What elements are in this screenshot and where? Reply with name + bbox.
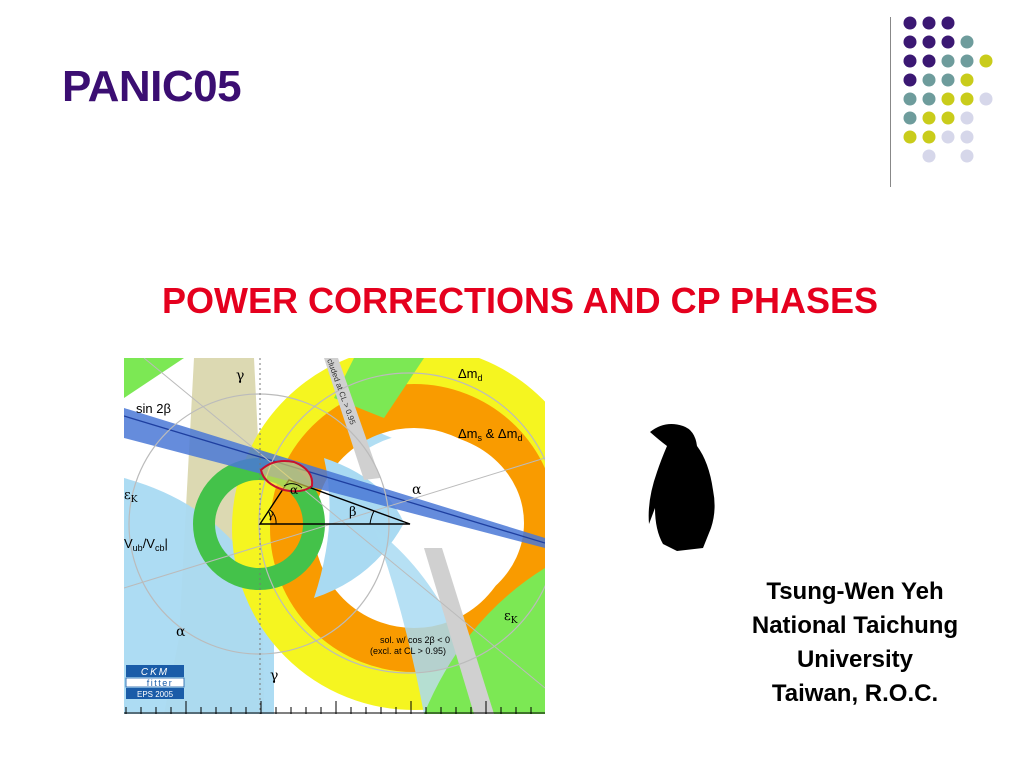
construction-line-1	[124, 457, 545, 589]
decorative-dot	[941, 92, 955, 106]
ckmfitter-logo: CKM fitter EPS 2005	[125, 665, 185, 699]
gamma-arc	[269, 509, 277, 525]
label-dmd: Δmd	[458, 366, 483, 383]
author-affiliation-line2: University	[796, 646, 914, 673]
slide-subtitle: POWER CORRECTIONS AND CP PHASES	[161, 280, 879, 321]
logo-fitter-text: fitter	[147, 678, 174, 688]
label-beta-triangle: β	[349, 505, 357, 520]
decorative-dot	[922, 16, 936, 30]
sin2beta-line	[124, 415, 545, 544]
decorative-dot	[941, 16, 955, 30]
author-country: Taiwan, R.O.C.	[771, 680, 939, 707]
decorative-dot	[979, 54, 993, 68]
decorative-dot	[922, 111, 936, 125]
vertical-divider	[890, 17, 891, 187]
decorative-dot	[922, 35, 936, 49]
label-sol-line2: (excl. at CL > 0.95)	[370, 646, 446, 656]
decorative-dot	[960, 73, 974, 87]
decorative-dot	[903, 111, 917, 125]
decorative-dot	[960, 35, 974, 49]
author-affiliation-line1: National Taichung	[751, 612, 959, 639]
decorative-dot	[903, 16, 917, 30]
decorative-dot	[960, 111, 974, 125]
construction-circle-2	[258, 372, 545, 674]
decorative-dot	[922, 92, 936, 106]
decorative-dot	[922, 130, 936, 144]
decorative-dot-grid	[903, 16, 993, 163]
decorative-dot	[922, 73, 936, 87]
decorative-dot	[941, 54, 955, 68]
decorative-dot	[941, 35, 955, 49]
decorative-dot	[960, 54, 974, 68]
decorative-dot	[903, 73, 917, 87]
decorative-dot	[903, 92, 917, 106]
decorative-dot	[979, 92, 993, 106]
author-name: Tsung-Wen Yeh	[766, 578, 944, 605]
label-gamma-top: γ	[236, 368, 244, 384]
author-block: Tsung-Wen Yeh National Taichung Universi…	[715, 575, 995, 711]
decorative-dot	[903, 35, 917, 49]
decorative-dot	[960, 130, 974, 144]
construction-line-2	[143, 358, 545, 689]
decorative-dot	[941, 130, 955, 144]
logo-eps-text: EPS 2005	[137, 690, 174, 699]
label-alpha-bottom: α	[176, 624, 186, 640]
decorative-dot	[941, 73, 955, 87]
penguin-icon	[648, 424, 715, 551]
label-sin2beta: sin 2β	[136, 401, 171, 416]
label-gamma-triangle: γ	[267, 507, 274, 521]
label-alpha-triangle: α	[290, 483, 298, 497]
green-band-bottom-right	[424, 568, 545, 714]
green-band-corner	[124, 358, 184, 398]
decorative-dot	[960, 92, 974, 106]
sin2beta-band	[124, 408, 545, 548]
label-epsk-left: εK	[124, 488, 138, 505]
decorative-dot	[903, 54, 917, 68]
label-vub-vcb: Vub/Vcb|	[124, 536, 168, 553]
ckm-fitter-figure: γ Δmd sin 2β Δms & Δmd α εK α γ β Vub/Vc…	[124, 358, 545, 714]
label-dms-dmd: Δms & Δmd	[458, 426, 522, 443]
decorative-dot	[922, 149, 936, 163]
logo-eps-bar	[126, 688, 184, 699]
unitarity-triangle	[258, 479, 411, 525]
decorative-dot	[903, 130, 917, 144]
decorative-dot	[922, 54, 936, 68]
beta-arc	[369, 510, 375, 525]
decorative-dot	[941, 111, 955, 125]
fit-contour	[259, 460, 314, 493]
label-sol-line1: sol. w/ cos 2β < 0	[380, 635, 450, 645]
slide-title: PANIC05	[62, 62, 242, 111]
logo-ckm-bar	[126, 665, 184, 677]
logo-ckm-text: CKM	[141, 667, 169, 678]
decorative-dot	[960, 149, 974, 163]
label-epsk-right: εK	[504, 609, 518, 626]
epsilon-k-band-left	[124, 478, 274, 714]
alpha-arc	[283, 483, 303, 489]
logo-fitter-bar	[125, 677, 185, 688]
excluded-band-lower	[424, 548, 494, 714]
label-gamma-bottom: γ	[270, 668, 278, 684]
label-alpha-right: α	[412, 482, 422, 498]
